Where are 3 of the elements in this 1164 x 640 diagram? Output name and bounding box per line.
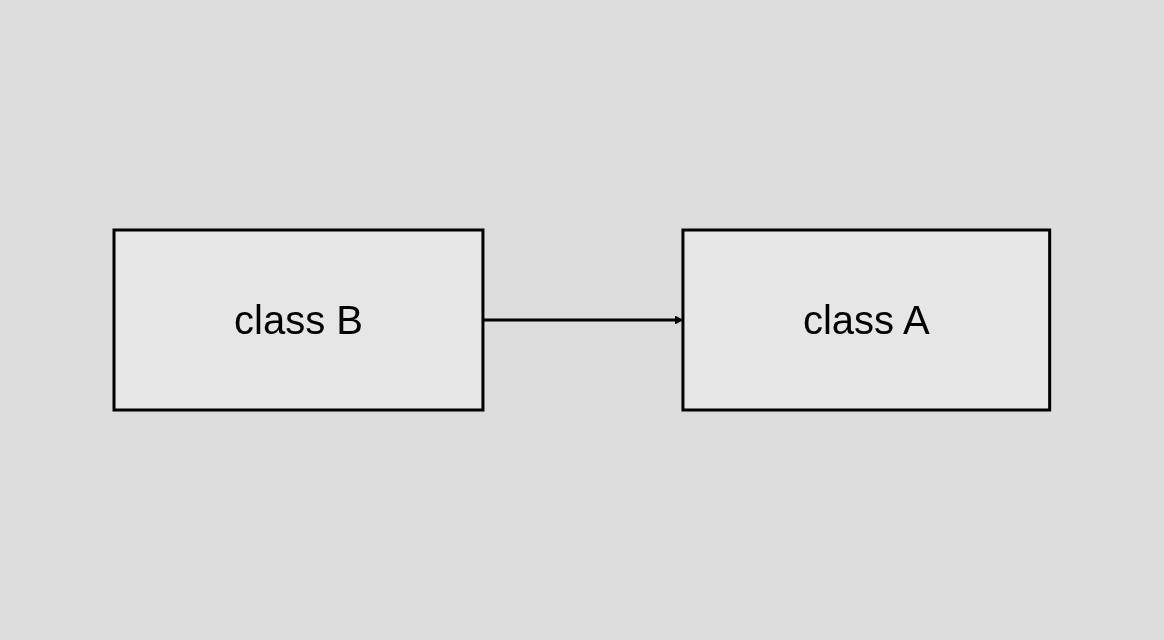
node-box: class A xyxy=(681,228,1052,412)
node-box: class B xyxy=(112,228,485,412)
arrow xyxy=(483,315,684,325)
